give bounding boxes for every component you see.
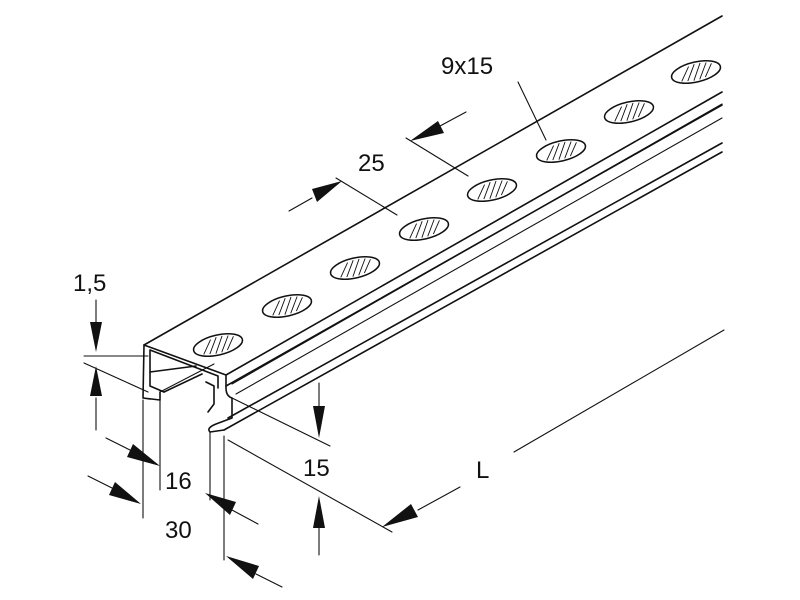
extension-line [405,137,469,177]
slot [327,251,383,285]
side-face-lower-edge [227,142,723,419]
slot [464,173,520,207]
slot-size-label: 9x15 [441,53,493,80]
dimension-line [439,111,467,127]
bottom-lip-edge [223,151,723,431]
dimension-width: 30 [87,399,283,588]
dimension-length: L [382,329,725,527]
thickness-label: 1,5 [73,270,106,297]
top-face-back-edge [143,15,723,346]
extension-line [335,177,398,216]
slot [601,95,657,129]
arrowhead [205,493,236,515]
leader-line [517,81,547,141]
left-lip-edge [159,363,215,393]
slot [259,289,315,323]
dimension-slot-size: 9x15 [441,53,547,141]
length-label: L [476,457,489,484]
inner-channel-face [149,365,215,413]
arrowhead [313,406,325,438]
height-label: 15 [303,455,330,482]
arrowhead [226,556,259,579]
end-profile-inner [149,349,219,393]
arrowhead [109,482,141,504]
dimension-thickness: 1,5 [73,270,149,431]
arrowhead [90,366,102,396]
extension-line [227,439,393,533]
opening-label: 16 [165,468,192,495]
dimension-line [288,197,313,212]
slot-row [190,55,724,362]
arrowhead [410,121,444,141]
dimension-opening: 16 [105,399,259,525]
side-face-upper-edge [225,104,723,387]
dimension-line [417,486,461,511]
extension-line [231,397,331,447]
slot [533,134,589,168]
dimension-line [255,573,283,588]
extension-line [83,362,149,393]
dimension-height: 15 [227,382,393,556]
end-profile-outer [142,344,233,433]
arrowhead [312,181,342,202]
side-face-middle-line [235,117,723,395]
dimension-line [87,475,113,489]
slot [396,212,452,246]
arrowhead [382,504,418,527]
slot [190,328,246,362]
slot [668,55,724,89]
channel-profile [142,15,723,433]
pitch-label: 25 [358,150,385,177]
dimension-line [513,329,725,453]
top-face-front-edge [225,91,723,376]
arrowhead [313,496,325,528]
arrowhead [90,322,102,352]
dimension-line [105,437,131,451]
width-label: 30 [165,517,192,544]
dimension-pitch: 25 [288,111,469,216]
dimension-line [231,509,259,525]
